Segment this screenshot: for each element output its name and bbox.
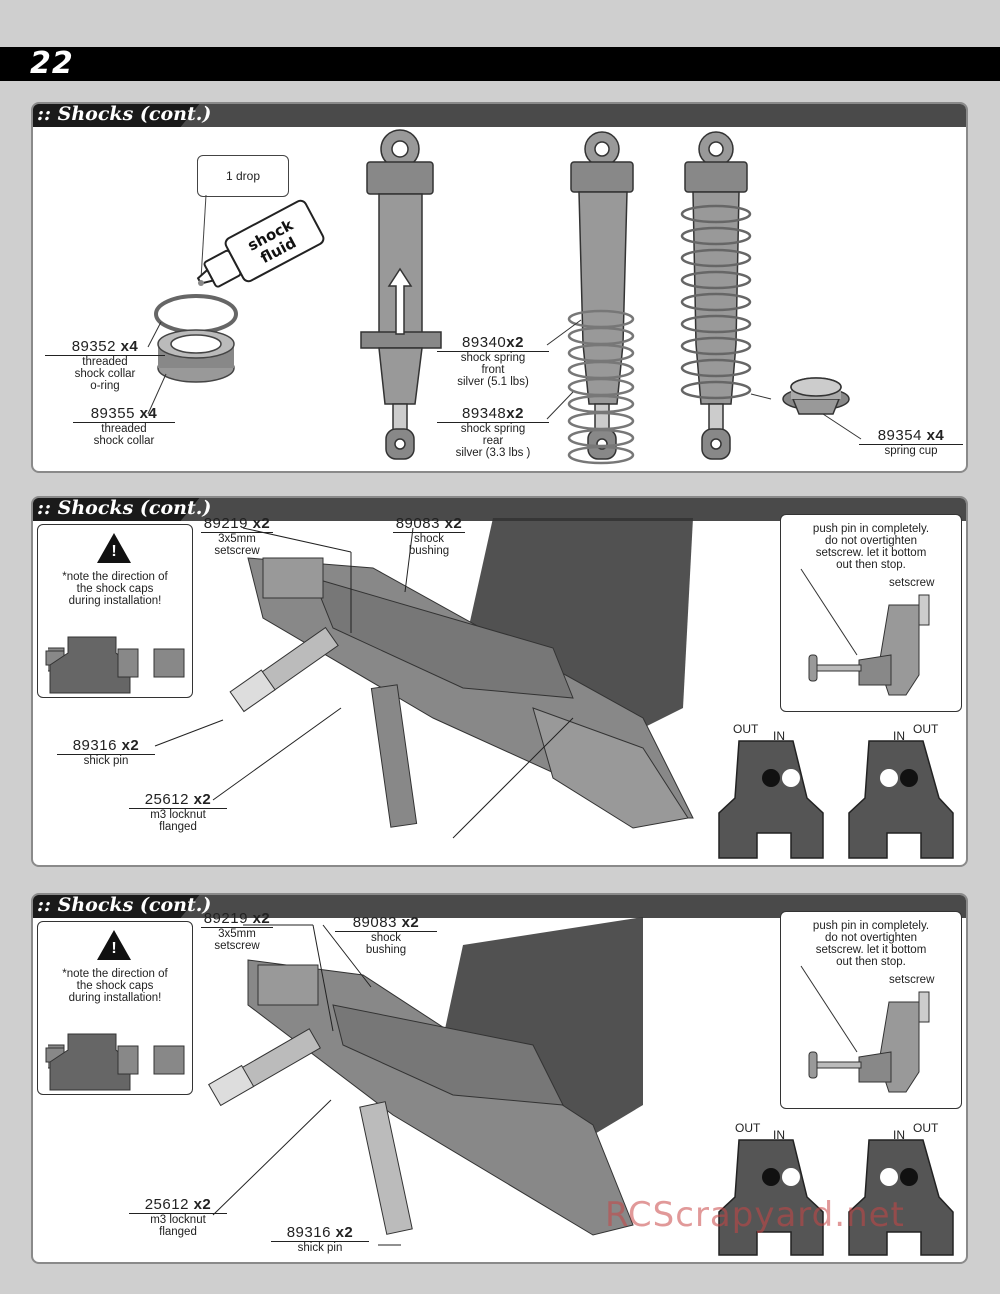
shock-cap-orientation [718,740,954,859]
shock-body-3 [684,131,748,460]
pin-install-diagram [800,965,930,1093]
shock-cap-diagram [45,636,185,694]
setscrew-label: setscrew [889,577,935,589]
callout-89316: 89316 x2 shick pin [57,738,155,767]
rear-shock [370,684,418,828]
leader-lines-panel1 [147,319,862,440]
front-shock [208,1028,321,1107]
shock-cap-orientation [718,1139,954,1256]
pin-install-box: push pin in completely.do not overtighte… [780,514,962,712]
panel-header: :: Shocks (cont.) [33,894,966,918]
shock-body-2 [570,131,634,460]
shock-cap-diagram [45,1033,185,1091]
panel-header: :: Shocks (cont.) [33,103,966,127]
warning-icon [97,930,131,960]
front-shock [229,626,339,713]
o-ring [154,294,238,334]
pin-install-diagram [800,568,930,696]
watermark: RCScrapyard.net [605,1195,905,1235]
pin-install-box: push pin in completely.do not overtighte… [780,911,962,1109]
page-header-bar [0,47,1000,81]
out-label-1: OUT [735,1121,761,1135]
callout-89354: 89354 x4 spring cup [859,428,963,457]
callout-89316: 89316 x2 shick pin [271,1225,369,1254]
shock-spring-installed [680,204,752,400]
shock-spring-loose [567,309,635,465]
threaded-collar [157,329,235,383]
chassis-assembly-diagram [208,917,643,1246]
chassis-assembly-diagram [154,518,694,839]
panel-title: :: Shocks (cont.) [37,894,212,916]
out-label-1: OUT [733,722,759,736]
warning-icon [97,533,131,563]
out-label-2: OUT [913,722,939,736]
shock-fluid-bottle: shock fluid [147,129,862,465]
shock-body-1 [360,129,442,460]
in-label-1: IN [773,729,785,743]
panel-header: :: Shocks (cont.) [33,497,966,521]
setscrew-label: setscrew [889,974,935,986]
rear-shock [359,1101,413,1235]
page-number: 22 [30,46,74,81]
panel-shocks-2: :: Shocks (cont.) ! *note the direction … [31,496,968,867]
panel-shocks-3: :: Shocks (cont.) ! *note the direction … [31,893,968,1264]
panel-title: :: Shocks (cont.) [37,103,212,125]
leader-lines-panel3 [212,924,401,1246]
in-label-2: IN [893,1128,905,1142]
panel-shocks-1: :: Shocks (cont.) 1 drop shock fluid [31,102,968,473]
spring-cup [782,377,850,415]
drop-bubble: 1 drop [197,155,289,197]
in-label-2: IN [893,729,905,743]
out-label-2: OUT [913,1121,939,1135]
panel-title: :: Shocks (cont.) [37,497,212,519]
in-label-1: IN [773,1128,785,1142]
